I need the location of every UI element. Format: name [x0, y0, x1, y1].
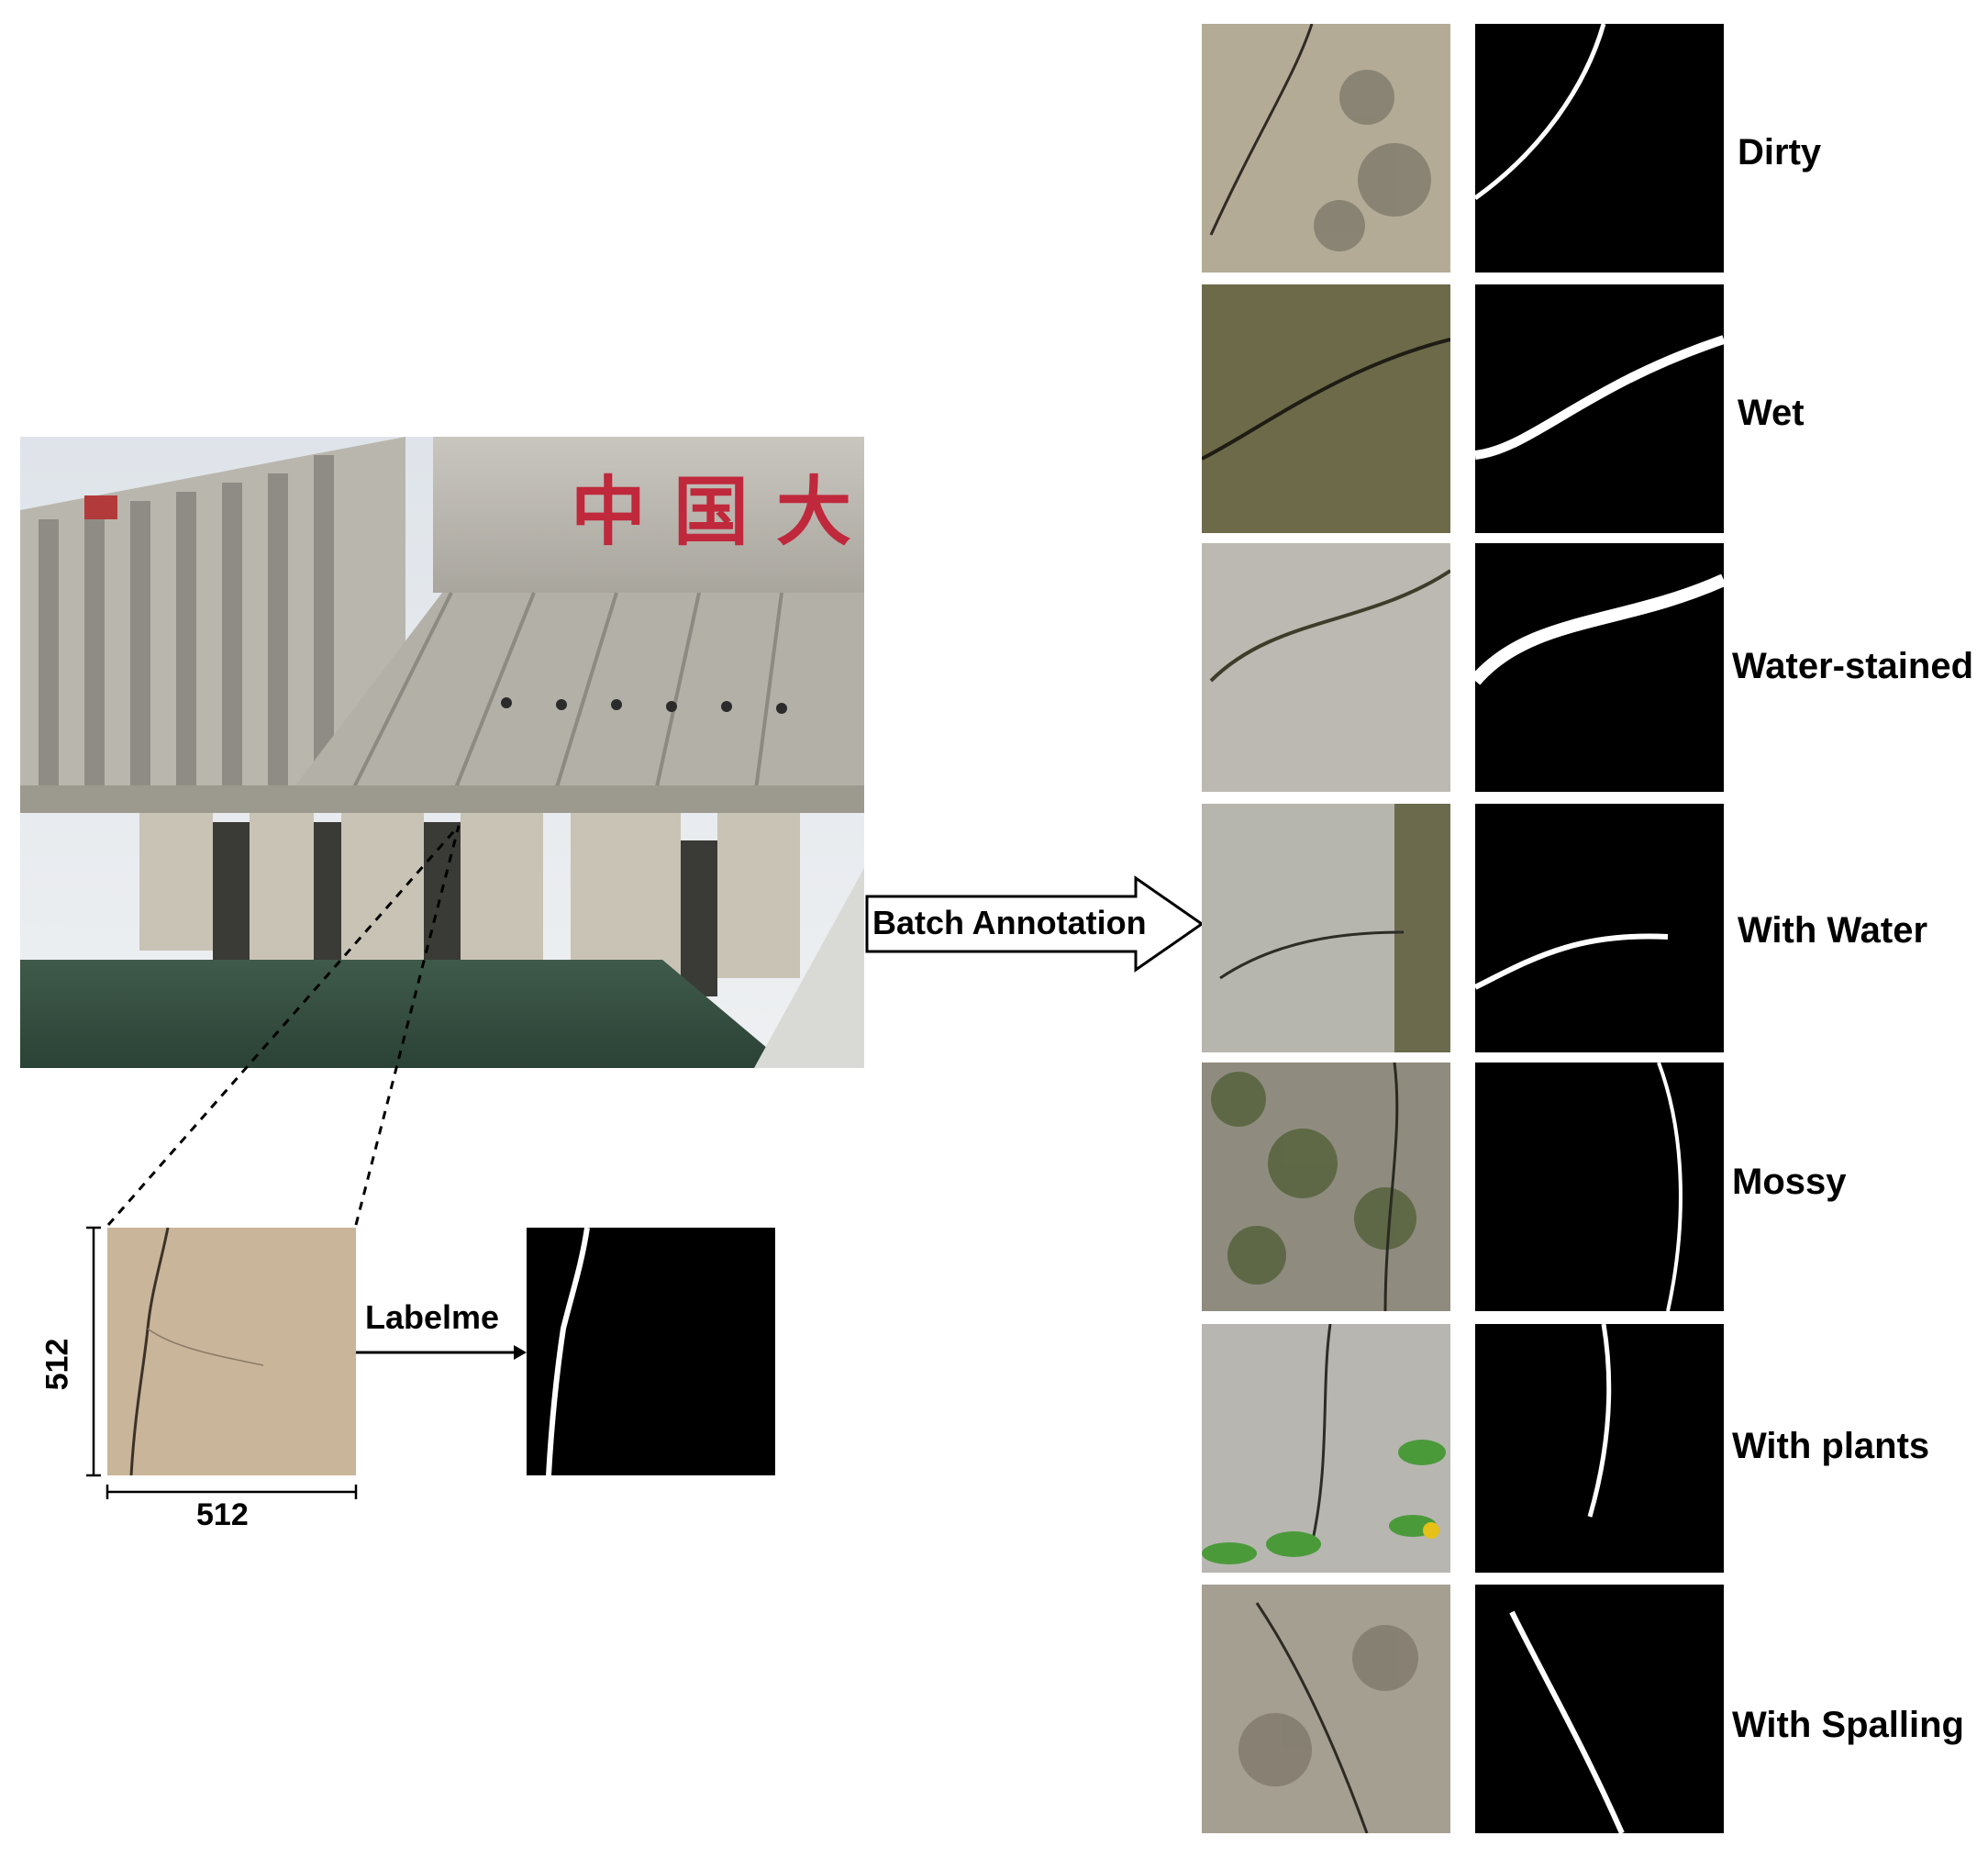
dam-sign-text: 中国大 — [571, 468, 864, 556]
size-height-label: 512 — [39, 1338, 75, 1391]
condition-photo-wet — [1202, 284, 1450, 533]
condition-photo-water-stained — [1202, 543, 1450, 792]
condition-label-dirty: Dirty — [1738, 132, 1822, 172]
condition-label-with-spalling: With Spalling — [1732, 1705, 1964, 1745]
batch-annotation-label: Batch Annotation — [872, 904, 1147, 941]
crack-patch-mask — [527, 1228, 775, 1475]
labelme-label: Labelme — [365, 1298, 500, 1336]
dam-photo: 中国大 — [20, 437, 864, 1068]
condition-mask-water-stained — [1475, 543, 1724, 792]
condition-photo-with-water — [1202, 804, 1450, 1052]
size-width-label: 512 — [196, 1497, 249, 1532]
condition-mask-mossy — [1475, 1063, 1724, 1311]
condition-photo-mossy — [1202, 1063, 1450, 1311]
condition-label-wet: Wet — [1738, 393, 1805, 433]
condition-photo-dirty — [1202, 24, 1450, 273]
condition-mask-with-spalling — [1475, 1585, 1724, 1833]
condition-photo-with-spalling — [1202, 1585, 1450, 1833]
condition-mask-with-water — [1475, 804, 1724, 1052]
condition-label-with-plants: With plants — [1732, 1426, 1930, 1466]
condition-label-with-water: With Water — [1738, 910, 1928, 951]
condition-mask-with-plants — [1475, 1324, 1724, 1573]
condition-label-water-stained: Water-stained — [1732, 646, 1974, 686]
condition-label-mossy: Mossy — [1732, 1162, 1847, 1202]
condition-mask-dirty — [1475, 24, 1724, 273]
crack-patch-photo — [107, 1228, 356, 1475]
condition-photo-with-plants — [1202, 1324, 1450, 1573]
condition-mask-wet — [1475, 284, 1724, 533]
